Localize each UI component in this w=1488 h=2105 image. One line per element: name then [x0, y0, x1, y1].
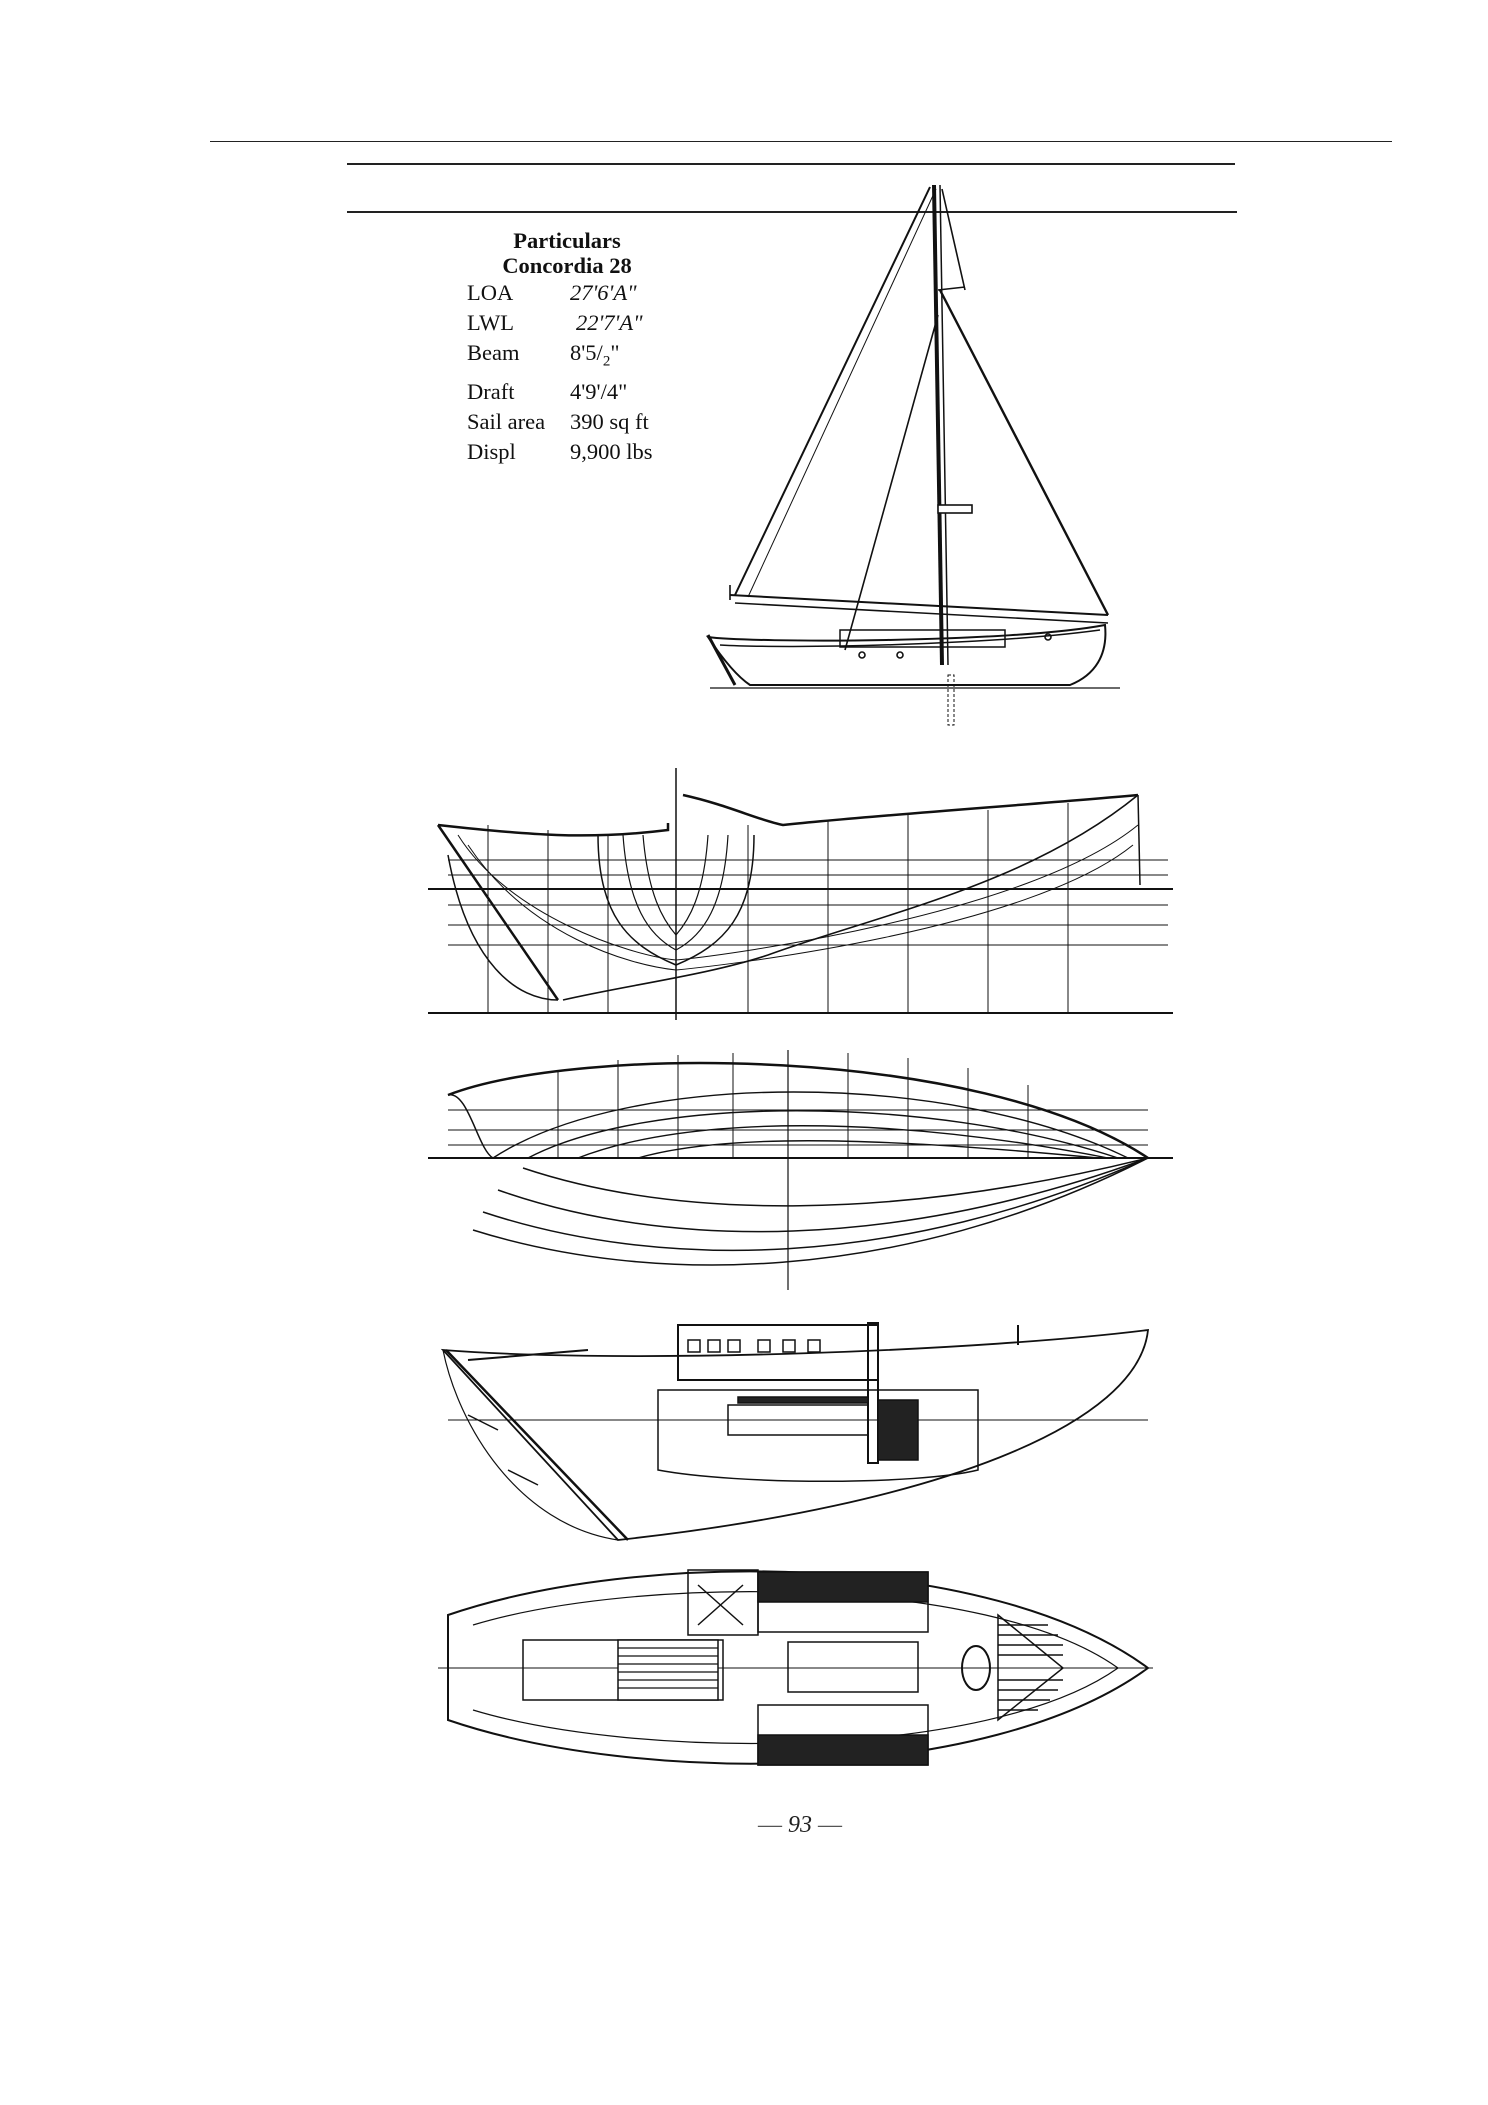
particulars-model: Concordia 28 — [502, 253, 632, 278]
particulars-heading: Particulars — [513, 228, 621, 253]
section-rule-upper — [347, 163, 1235, 165]
particulars-value: 8'5/2" — [570, 338, 620, 377]
particulars-value: 22'7'A" — [576, 310, 643, 335]
particulars-value: 9,900 lbs — [570, 438, 653, 464]
sail-plan-drawing — [690, 175, 1150, 775]
accommodation-plan-drawing — [438, 1560, 1158, 1780]
particulars-value: 4'9'/4" — [570, 378, 628, 404]
particulars-label: Displ — [467, 438, 516, 464]
particulars-row-displacement: Displ 9,900 lbs — [467, 437, 697, 467]
page-number-dash-left: — — [758, 1812, 782, 1838]
particulars-row-beam: Beam 8'5/2" — [467, 338, 697, 377]
beam-value-sub: 2 — [602, 353, 611, 370]
particulars-row-sail-area: Sail area 390 sq ft — [467, 407, 697, 437]
particulars-row-lwl: LWL 22'7'A" — [467, 308, 697, 338]
section-rule-lower — [347, 211, 1237, 213]
particulars-label: LWL — [467, 310, 515, 335]
particulars-value: 27'6'A" — [570, 280, 637, 305]
page-number-value: 93 — [788, 1812, 812, 1838]
particulars-row-draft: Draft 4'9'/4" — [467, 377, 697, 407]
particulars-label: LOA — [467, 280, 514, 305]
half-breadth-plan-drawing — [428, 1050, 1173, 1290]
particulars-row-loa: LOA 27'6'A" — [467, 278, 697, 308]
particulars-table: Particulars Concordia 28 LOA 27'6'A" LWL… — [467, 228, 697, 467]
particulars-label: Beam — [467, 340, 520, 365]
beam-value-main: 8'5/ — [570, 340, 603, 365]
page-number-dash-right: — — [818, 1812, 842, 1838]
beam-value-suffix: " — [610, 340, 620, 365]
particulars-label: Sail area — [467, 408, 546, 434]
particulars-label: Draft — [467, 378, 515, 404]
body-plan-drawing — [428, 765, 1173, 1020]
particulars-value: 390 sq ft — [570, 408, 649, 434]
inboard-profile-drawing — [438, 1305, 1158, 1550]
page-header-rule — [210, 141, 1392, 142]
page-number: — 93 — — [740, 1812, 860, 1839]
